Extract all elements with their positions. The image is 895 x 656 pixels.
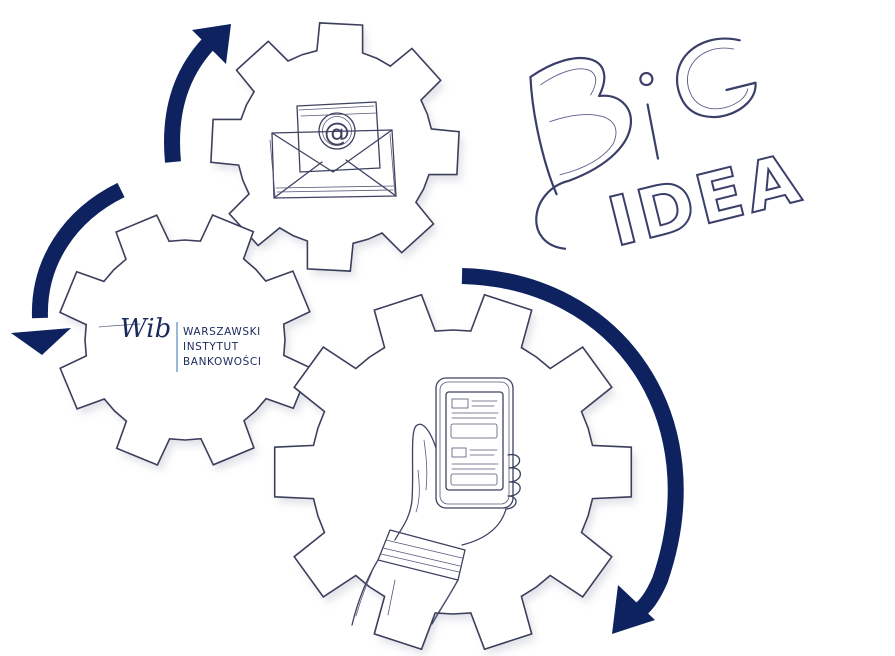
left-gear	[58, 213, 312, 467]
big-idea-lettering: IDEA BiG	[529, 37, 812, 264]
cycle-arrow-icon	[164, 34, 218, 163]
logo-line-2: INSTYTUT	[183, 341, 239, 353]
smartphone-in-hand-icon	[351, 377, 522, 626]
arrow-head-icon	[11, 328, 71, 355]
cycle-arrow-icon	[31, 182, 125, 319]
envelope-icon: @	[269, 101, 397, 199]
cycle-arrow-icon	[461, 268, 684, 617]
logo-line-1: WARSZAWSKI	[183, 326, 261, 338]
top-gear	[210, 22, 460, 272]
logo-line-3: BANKOWOŚCI	[183, 355, 262, 368]
at-symbol: @	[324, 118, 350, 148]
logo-mark: Wib	[120, 314, 171, 344]
bottom-gear	[273, 293, 633, 651]
arrow-head-icon	[612, 585, 655, 634]
idea-word: IDEA	[601, 139, 811, 263]
cycle-arrows	[11, 24, 684, 634]
wib-logo: Wib WARSZAWSKI INSTYTUT BANKOWOŚCI	[98, 314, 262, 372]
big-word: BiG	[537, 154, 539, 156]
arrow-head-icon	[192, 24, 231, 64]
